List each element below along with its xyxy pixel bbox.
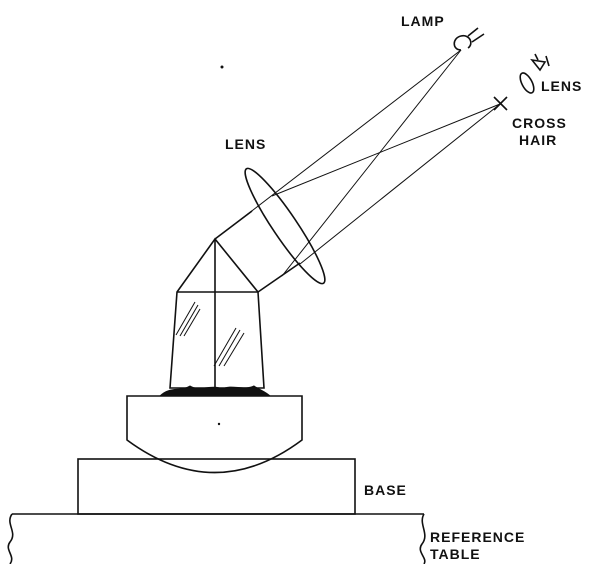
base-block — [77, 458, 356, 515]
reference-table-label-line1: REFERENCE — [430, 529, 525, 545]
main-lens-label: LENS — [225, 136, 266, 152]
cross-hair-mark — [493, 96, 508, 111]
small-lens — [519, 72, 535, 94]
cross-hair-label-line1: CROSS — [512, 115, 567, 131]
light-rays — [239, 49, 501, 277]
reference-table-label-line2: TABLE — [430, 546, 481, 562]
eyepiece-lens-label: LENS — [541, 78, 582, 94]
main-lens — [244, 167, 326, 285]
cross-hair-label-line2: HAIR — [519, 132, 557, 148]
eye-icon — [530, 53, 550, 72]
base-label: BASE — [364, 482, 407, 498]
hemispherical-mount — [126, 395, 303, 474]
prism — [169, 237, 265, 389]
lamp-icon — [453, 27, 485, 51]
lamp-label: LAMP — [401, 13, 445, 29]
tube — [214, 210, 301, 293]
reference-table — [7, 513, 426, 564]
